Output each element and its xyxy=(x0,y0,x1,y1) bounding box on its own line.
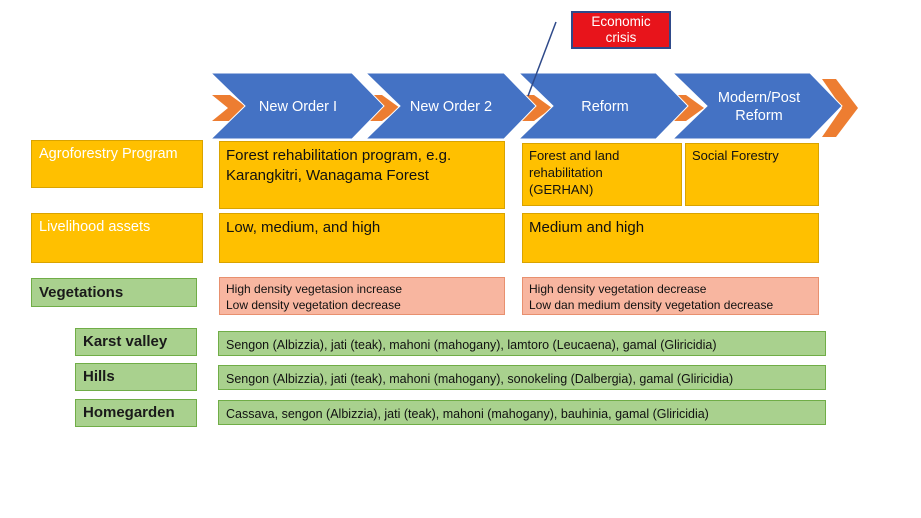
vegetations-reform-box: High density vegetation decrease Low dan… xyxy=(522,277,819,315)
period-label-modern-post: Modern/Post xyxy=(718,90,800,106)
row-label-agroforestry: Agroforestry Program xyxy=(31,140,203,188)
species-text: Sengon (Albizzia), jati (teak), mahoni (… xyxy=(226,338,717,352)
landscape-label-hills: Hills xyxy=(75,363,197,391)
landscape-species-homegarden: Cassava, sengon (Albizzia), jati (teak),… xyxy=(218,400,826,425)
period-chevron-reform xyxy=(517,72,689,140)
landscape-label-karst-valley: Karst valley xyxy=(75,328,197,356)
landscape-label-text: Homegarden xyxy=(83,404,175,421)
agroforestry-new-order-box: Forest rehabilitation program, e.g. Kara… xyxy=(219,141,505,209)
period-label-new-order-1: New Order I xyxy=(259,99,337,115)
box-line: (GERHAN) xyxy=(529,181,594,197)
row-label-text: Agroforestry Program xyxy=(39,146,178,162)
box-line: Social Forestry xyxy=(692,148,779,163)
economic-crisis-callout: Economic crisis xyxy=(571,11,671,49)
livelihood-reform-box: Medium and high xyxy=(522,213,819,263)
row-label-livelihood: Livelihood assets xyxy=(31,213,203,263)
agroforestry-reform-box: Forest and land rehabilitation (GERHAN) xyxy=(522,143,682,206)
landscape-label-text: Karst valley xyxy=(83,333,168,350)
box-line: Low dan medium density vegetation decrea… xyxy=(529,298,774,313)
box-line: Medium and high xyxy=(529,219,645,236)
landscape-label-homegarden: Homegarden xyxy=(75,399,197,427)
callout-line-1: Economic xyxy=(591,14,651,29)
box-line: Forest and land xyxy=(529,148,620,163)
livelihood-new-order-box: Low, medium, and high xyxy=(219,213,505,263)
landscape-species-hills: Sengon (Albizzia), jati (teak), mahoni (… xyxy=(218,365,826,390)
row-label-vegetations: Vegetations xyxy=(31,278,197,307)
period-label-reform: Reform xyxy=(581,99,629,115)
row-label-text: Livelihood assets xyxy=(39,219,151,235)
box-line: High density vegetation decrease xyxy=(529,282,707,296)
accent-chevron-end xyxy=(822,79,858,137)
vegetations-new-order-box: High density vegetasion increase Low den… xyxy=(219,277,505,315)
box-line: Low, medium, and high xyxy=(226,219,381,236)
box-line: Low density vegetation decrease xyxy=(226,298,401,313)
period-chevron-modern-post-reform xyxy=(671,72,843,140)
period-label-new-order-2: New Order 2 xyxy=(410,99,492,115)
box-line: High density vegetasion increase xyxy=(226,282,403,296)
agroforestry-modern-box: Social Forestry xyxy=(685,143,819,206)
callout-pointer xyxy=(527,21,557,97)
landscape-species-karst-valley: Sengon (Albizzia), jati (teak), mahoni (… xyxy=(218,331,826,356)
period-chevron-new-order-1 xyxy=(209,72,385,140)
box-line: rehabilitation xyxy=(529,164,603,180)
box-line: Forest rehabilitation program, e.g. xyxy=(226,147,452,164)
row-label-text: Vegetations xyxy=(39,284,124,301)
period-chevron-new-order-2 xyxy=(364,72,537,140)
box-line: Karangkitri, Wanagama Forest xyxy=(226,166,429,184)
species-text: Cassava, sengon (Albizzia), jati (teak),… xyxy=(226,407,709,421)
callout-line-2: crisis xyxy=(605,30,637,46)
period-label-modern-reform: Reform xyxy=(735,108,783,124)
species-text: Sengon (Albizzia), jati (teak), mahoni (… xyxy=(226,372,734,386)
landscape-label-text: Hills xyxy=(83,368,115,385)
